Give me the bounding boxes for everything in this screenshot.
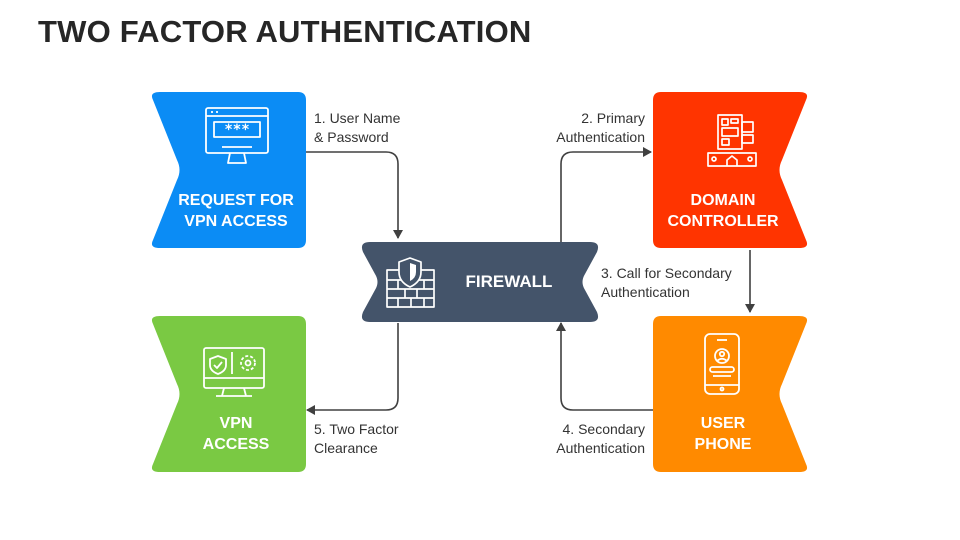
page-title: TWO FACTOR AUTHENTICATION	[38, 14, 532, 49]
node-domain-controller	[653, 92, 808, 248]
step-label-5: 5. Two Factor Clearance	[314, 421, 399, 456]
node-label-user-phone: USER PHONE	[694, 415, 752, 453]
step-label-1: 1. User Name & Password	[314, 110, 401, 145]
smartphone-user-icon	[704, 333, 740, 395]
node-label-firewall: FIREWALL	[465, 272, 553, 291]
connector-step2	[560, 147, 652, 242]
firewall-shield-icon	[386, 257, 435, 308]
server-board-icon	[707, 114, 757, 167]
node-vpn-access	[151, 316, 306, 472]
connectors	[305, 147, 755, 415]
connector-step5	[306, 323, 399, 415]
node-label-domain-controller: DOMAIN CONTROLLER	[667, 192, 779, 230]
node-label-vpn-request: REQUEST FOR VPN ACCESS	[178, 192, 294, 230]
password-monitor-icon: ***	[205, 107, 269, 164]
secure-monitor-icon	[203, 347, 265, 397]
connector-step1	[305, 151, 403, 239]
step-label-3: 3. Call for Secondary Authentication	[601, 265, 732, 300]
step-label-4: 4. Secondary Authentication	[556, 421, 645, 456]
svg-text:***: ***	[224, 122, 249, 138]
connector-step4	[556, 322, 655, 411]
node-label-vpn-access: VPN ACCESS	[202, 415, 270, 453]
step-label-2: 2. Primary Authentication	[556, 110, 645, 145]
